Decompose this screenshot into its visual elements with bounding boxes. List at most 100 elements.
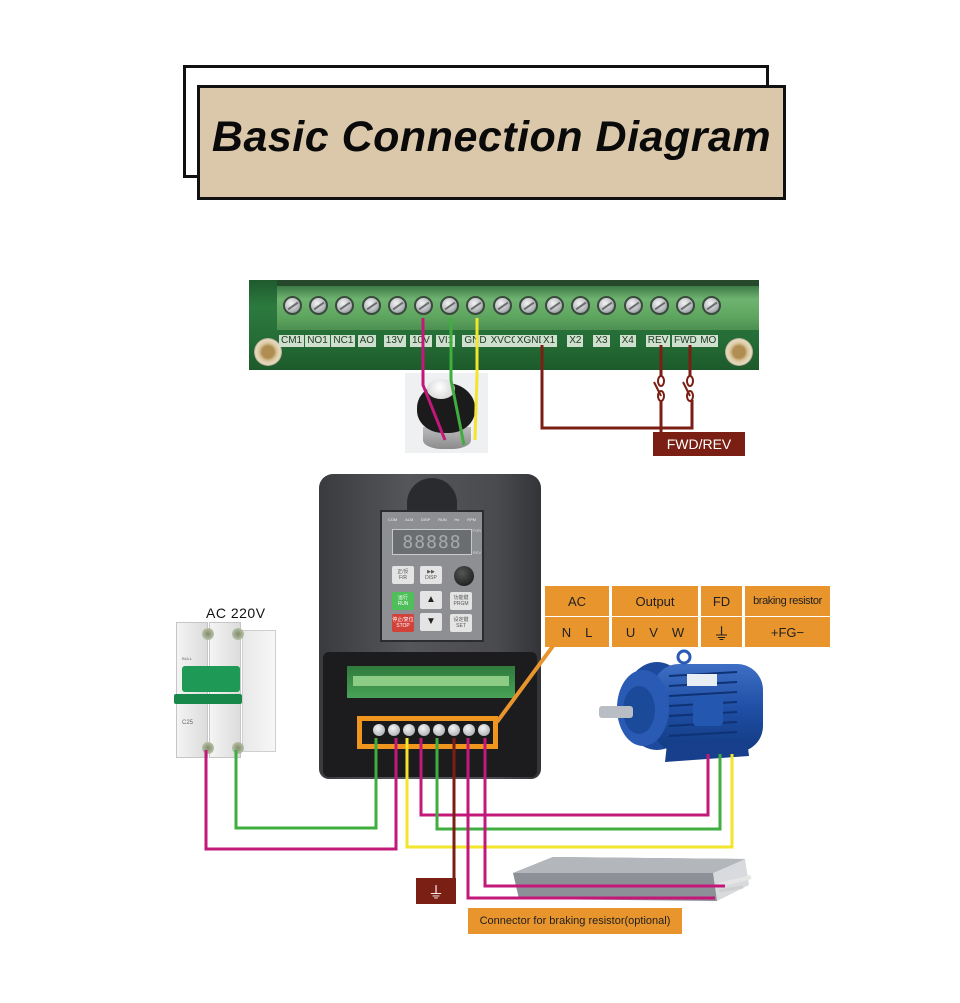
rev-switch-contact <box>657 375 665 387</box>
terminal-value: ⏚ <box>713 624 730 644</box>
stop-key-top: 停止/复位 <box>392 617 414 623</box>
terminal-label-gnd: GND <box>462 335 489 347</box>
up-arrow-icon: ▲ <box>426 594 436 605</box>
potentiometer-cap <box>427 379 455 399</box>
terminal-label-x1: X1 <box>541 335 558 347</box>
terminal-screw <box>414 296 433 315</box>
set-key[interactable]: 设定键 SET <box>450 614 472 632</box>
mounting-bolt-right <box>725 338 753 366</box>
terminal-screw <box>676 296 695 315</box>
vfd-inverter: COM ALM DISP RUN Hz RPM FOR REV 88888 正/… <box>319 474 541 779</box>
run-key[interactable]: 运行 RUN <box>392 592 414 610</box>
up-key[interactable]: ▲ <box>420 591 442 609</box>
breaker-terminal <box>202 742 214 754</box>
breaker-handle-bar[interactable] <box>174 694 242 704</box>
inverter-control-pcb <box>347 666 515 698</box>
terminal-label-mo: MO <box>698 335 719 347</box>
terminal-screw <box>623 296 643 315</box>
terminal-label-ao: AO <box>357 335 377 347</box>
terminal-value: W <box>671 624 685 640</box>
terminal-value: U <box>625 624 636 640</box>
terminal-screw <box>283 296 302 315</box>
table-header-fd: FD <box>701 586 742 616</box>
ac-motor <box>599 649 763 762</box>
breaker-rating: C25 <box>182 720 194 726</box>
prgm-key-top: 功能键 <box>453 595 469 601</box>
disp-key-top: ▶▶ <box>427 569 435 575</box>
indicator-com: COM <box>388 517 398 522</box>
breaker-terminal <box>232 628 244 640</box>
terminal-label-xvcc: XVCC <box>488 335 521 347</box>
motor-nameplate <box>687 674 717 686</box>
indicator-rev: REV <box>472 550 481 555</box>
indicator-run: RUN <box>438 517 447 522</box>
terminal-screw <box>597 296 617 315</box>
fwd-switch-contact <box>686 375 694 387</box>
ground-terminal-label: ⏚ <box>416 878 456 904</box>
breaker-terminal <box>232 742 244 754</box>
run-key-top: 运行 <box>397 595 408 601</box>
indicator-disp: DISP <box>421 517 431 522</box>
inverter-top-notch <box>407 478 457 512</box>
terminal-screw <box>440 296 460 315</box>
prgm-key-bottom: PRGM <box>453 601 469 607</box>
terminal-label-x2: X2 <box>567 335 584 347</box>
speed-knob[interactable] <box>454 566 474 586</box>
braking-resistor-label: Connector for braking resistor(optional) <box>468 908 682 934</box>
stop-key[interactable]: 停止/复位 STOP <box>392 614 414 632</box>
terminal-label-fwd: FWD <box>672 335 699 347</box>
terminal-label-nc1: NC1 <box>331 335 356 347</box>
stop-key-bottom: STOP <box>396 623 410 629</box>
terminal-label-13v: 13V <box>383 335 406 347</box>
fr-key-top: 正/反 <box>397 569 409 575</box>
breaker-brand: BULL <box>182 656 193 661</box>
terminal-screw <box>545 296 564 315</box>
terminal-value: L <box>585 624 593 640</box>
terminal-value: V <box>649 624 658 640</box>
terminal-label-cm1: CM1 <box>279 335 305 347</box>
table-header-braking-resistor: braking resistor <box>745 586 830 616</box>
ground-icon: ⏚ <box>427 885 444 902</box>
title-frame-front <box>197 85 786 200</box>
terminal-screw <box>492 296 512 315</box>
rev-switch-contact <box>657 390 665 402</box>
terminal-label-x3: X3 <box>593 335 610 347</box>
terminal-label-no1: NO1 <box>305 335 330 347</box>
terminal-value: +FG− <box>770 624 805 640</box>
terminal-screw <box>466 296 486 315</box>
prgm-key[interactable]: 功能键 PRGM <box>450 592 472 610</box>
motor-shaft <box>599 706 633 718</box>
breaker-lever[interactable] <box>182 666 240 692</box>
indicator-rpm: RPM <box>467 517 476 522</box>
page-title: Basic Connection Diagram <box>211 113 772 161</box>
indicator-hz: Hz <box>454 517 460 522</box>
mounting-bolt-left <box>254 338 282 366</box>
indicator-for: FOR <box>472 528 481 533</box>
terminal-label-vi1: VI1 <box>436 335 456 347</box>
terminal-screw <box>649 296 669 315</box>
breaker-terminal <box>202 628 214 640</box>
circuit-breaker: BULL C25 <box>174 622 278 762</box>
breaker-side <box>242 630 276 752</box>
fwd-rev-label: FWD/REV <box>653 432 745 456</box>
run-key-bottom: RUN <box>397 601 409 607</box>
led-display: 88888 <box>392 529 472 555</box>
motor-terminal-box <box>693 696 723 726</box>
terminal-label-xgnd: XGND <box>514 335 548 347</box>
set-key-bottom: SET <box>456 623 466 629</box>
fr-key[interactable]: 正/反 F/R <box>392 566 414 584</box>
inverter-terminal-bay <box>323 652 537 777</box>
power-terminal-highlight <box>357 716 498 749</box>
terminal-label-x4: X4 <box>619 335 636 347</box>
table-header-ac: AC <box>545 586 609 616</box>
keypad-panel: COM ALM DISP RUN Hz RPM FOR REV 88888 正/… <box>380 510 484 642</box>
motor-lifting-eye <box>676 649 692 665</box>
disp-key[interactable]: ▶▶ DISP <box>420 566 442 584</box>
fr-key-bottom: F/R <box>398 575 408 581</box>
down-key[interactable]: ▼ <box>420 613 442 631</box>
terminal-screw <box>571 296 591 315</box>
indicator-alm: ALM <box>405 517 414 522</box>
fwd-switch-blade <box>682 381 691 397</box>
